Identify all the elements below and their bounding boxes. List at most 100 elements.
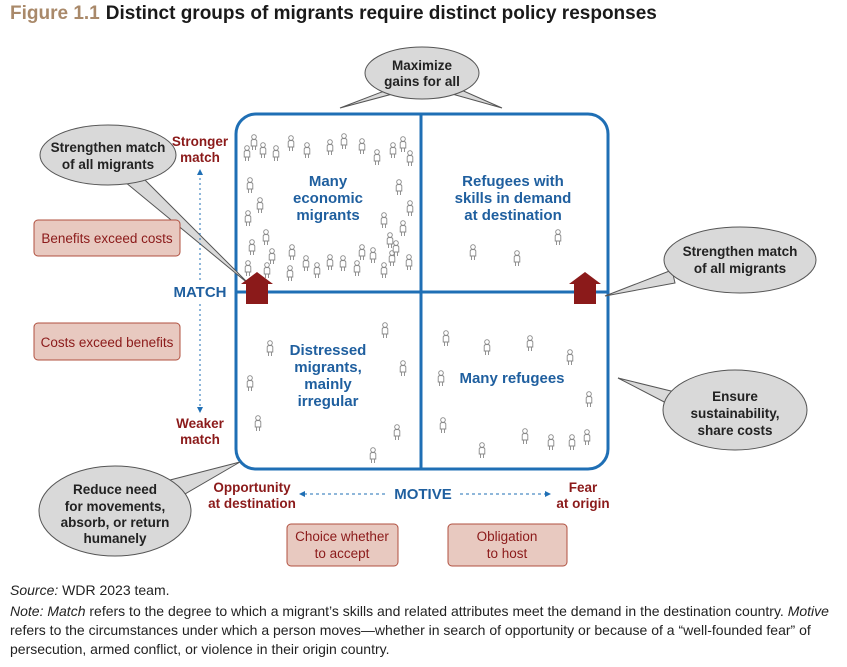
person-icon <box>287 135 295 151</box>
bubble-text: sustainability, <box>690 406 779 421</box>
person-icon <box>380 262 388 278</box>
figure-number: Figure 1.1 <box>10 3 100 24</box>
person-icon <box>259 142 267 158</box>
person-icon <box>521 428 529 444</box>
fear-label: at origin <box>556 496 609 511</box>
person-icon <box>380 212 388 228</box>
person-icon <box>263 262 271 278</box>
quadrant-label-economic-migrants: economic <box>293 190 363 207</box>
bubble-reduce-need: Reduce need for movements, absorb, or re… <box>38 461 241 557</box>
note-term-motive: Motive <box>787 603 829 619</box>
person-icon <box>302 255 310 271</box>
note-text: refers to the degree to which a migrant’… <box>85 603 788 619</box>
person-icon <box>483 339 491 355</box>
person-icon <box>554 229 562 245</box>
bubble-text: for movements, <box>65 499 166 514</box>
person-icon <box>288 244 296 260</box>
person-icon <box>568 434 576 450</box>
quadrant-label-skilled-refugees: skills in demand <box>455 190 572 207</box>
person-icon <box>469 244 477 260</box>
box-costs-exceed-benefits: Costs exceed benefits <box>33 322 181 361</box>
bubble-maximize-gains: Maximize gains for all <box>339 46 503 109</box>
match-axis-label: MATCH <box>173 284 226 301</box>
person-icon <box>326 139 334 155</box>
bubble-text: Maximize <box>392 58 453 73</box>
person-icon <box>244 260 252 276</box>
person-icon <box>243 145 251 161</box>
person-icon <box>254 415 262 431</box>
person-icon <box>437 370 445 386</box>
opportunity-label: Opportunity <box>213 480 291 495</box>
bubble-text: of all migrants <box>694 261 786 276</box>
box-obligation-to-host: Obligation to host <box>447 523 568 567</box>
person-icon <box>439 417 447 433</box>
person-icon <box>250 134 258 150</box>
person-icon <box>393 424 401 440</box>
bubble-text: Strengthen match <box>51 140 166 155</box>
box-text: Benefits exceed costs <box>41 231 173 246</box>
person-icon <box>583 429 591 445</box>
bubble-text: humanely <box>83 531 147 546</box>
person-icon <box>442 330 450 346</box>
box-text: Costs exceed benefits <box>41 335 174 350</box>
quadrant-label-economic-migrants: migrants <box>296 207 359 224</box>
person-icon <box>339 255 347 271</box>
person-icon <box>547 434 555 450</box>
person-icon <box>478 442 486 458</box>
opportunity-label: at destination <box>208 496 296 511</box>
motive-axis-label: MOTIVE <box>394 486 452 503</box>
person-icon <box>373 149 381 165</box>
source-label: Source: <box>10 582 59 598</box>
person-icon <box>286 265 294 281</box>
person-icon <box>395 179 403 195</box>
note-text: refers to the circumstances under which … <box>10 622 811 657</box>
policy-diagram: Maximize gains for all Strengthen match … <box>33 46 817 567</box>
person-icon <box>585 391 593 407</box>
person-icon <box>513 250 521 266</box>
person-icon <box>358 244 366 260</box>
bubble-text: gains for all <box>384 74 460 89</box>
person-icon <box>399 220 407 236</box>
box-text: to host <box>487 546 528 561</box>
box-choice-whether-to-accept: Choice whether to accept <box>286 523 399 567</box>
person-icon <box>392 240 400 256</box>
person-icon <box>369 447 377 463</box>
note-paragraph: Note: Match refers to the degree to whic… <box>10 602 838 659</box>
quadrant-label-many-refugees: Many refugees <box>459 370 564 387</box>
note-term-match: Match <box>47 603 86 619</box>
quadrant-label-skilled-refugees: at destination <box>464 207 562 224</box>
quadrant-label-skilled-refugees: Refugees with <box>462 173 564 190</box>
person-icon <box>353 260 361 276</box>
person-icon <box>399 360 407 376</box>
note-label: Note: <box>10 603 44 619</box>
person-icon <box>406 200 414 216</box>
migrant-figures <box>243 133 593 463</box>
person-icon <box>326 254 334 270</box>
source-line: Source: WDR 2023 team. <box>10 581 838 600</box>
stronger-match-label: match <box>180 150 220 165</box>
person-icon <box>303 142 311 158</box>
red-up-arrow-right <box>569 272 601 304</box>
bubble-text: Strengthen match <box>683 244 798 259</box>
bubble-text: Reduce need <box>73 482 157 497</box>
quadrant-label-distressed-migrants: migrants, <box>294 359 362 376</box>
box-text: to accept <box>315 546 370 561</box>
bubble-text: of all migrants <box>62 157 154 172</box>
figure-heading: Distinct groups of migrants require dist… <box>105 3 657 24</box>
bubble-strengthen-match-left: Strengthen match of all migrants <box>39 124 251 286</box>
box-text: Choice whether <box>295 529 389 544</box>
bubble-text: Ensure <box>712 389 758 404</box>
red-up-arrow-left <box>241 272 273 304</box>
quadrant-label-distressed-migrants: Distressed <box>290 342 367 359</box>
quadrant-label-distressed-migrants: irregular <box>298 393 359 410</box>
box-text: Obligation <box>477 529 538 544</box>
weaker-match-label: Weaker <box>176 416 225 431</box>
person-icon <box>262 229 270 245</box>
person-icon <box>246 375 254 391</box>
person-icon <box>244 210 252 226</box>
bubble-ensure-sustainability: Ensure sustainability, share costs <box>617 369 808 451</box>
person-icon <box>340 133 348 149</box>
person-icon <box>406 150 414 166</box>
bubble-text: share costs <box>697 423 772 438</box>
